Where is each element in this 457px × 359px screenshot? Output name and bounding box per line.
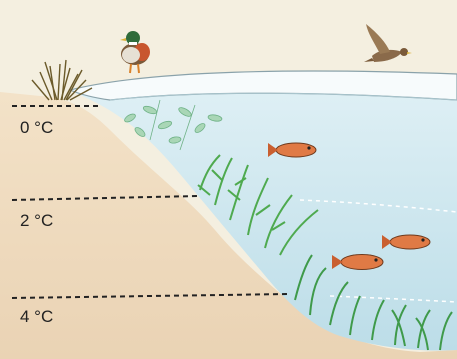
temp-label-4: 4 °C	[20, 307, 53, 326]
temp-label-0: 0 °C	[20, 118, 53, 137]
temp-label-2: 2 °C	[20, 211, 53, 230]
